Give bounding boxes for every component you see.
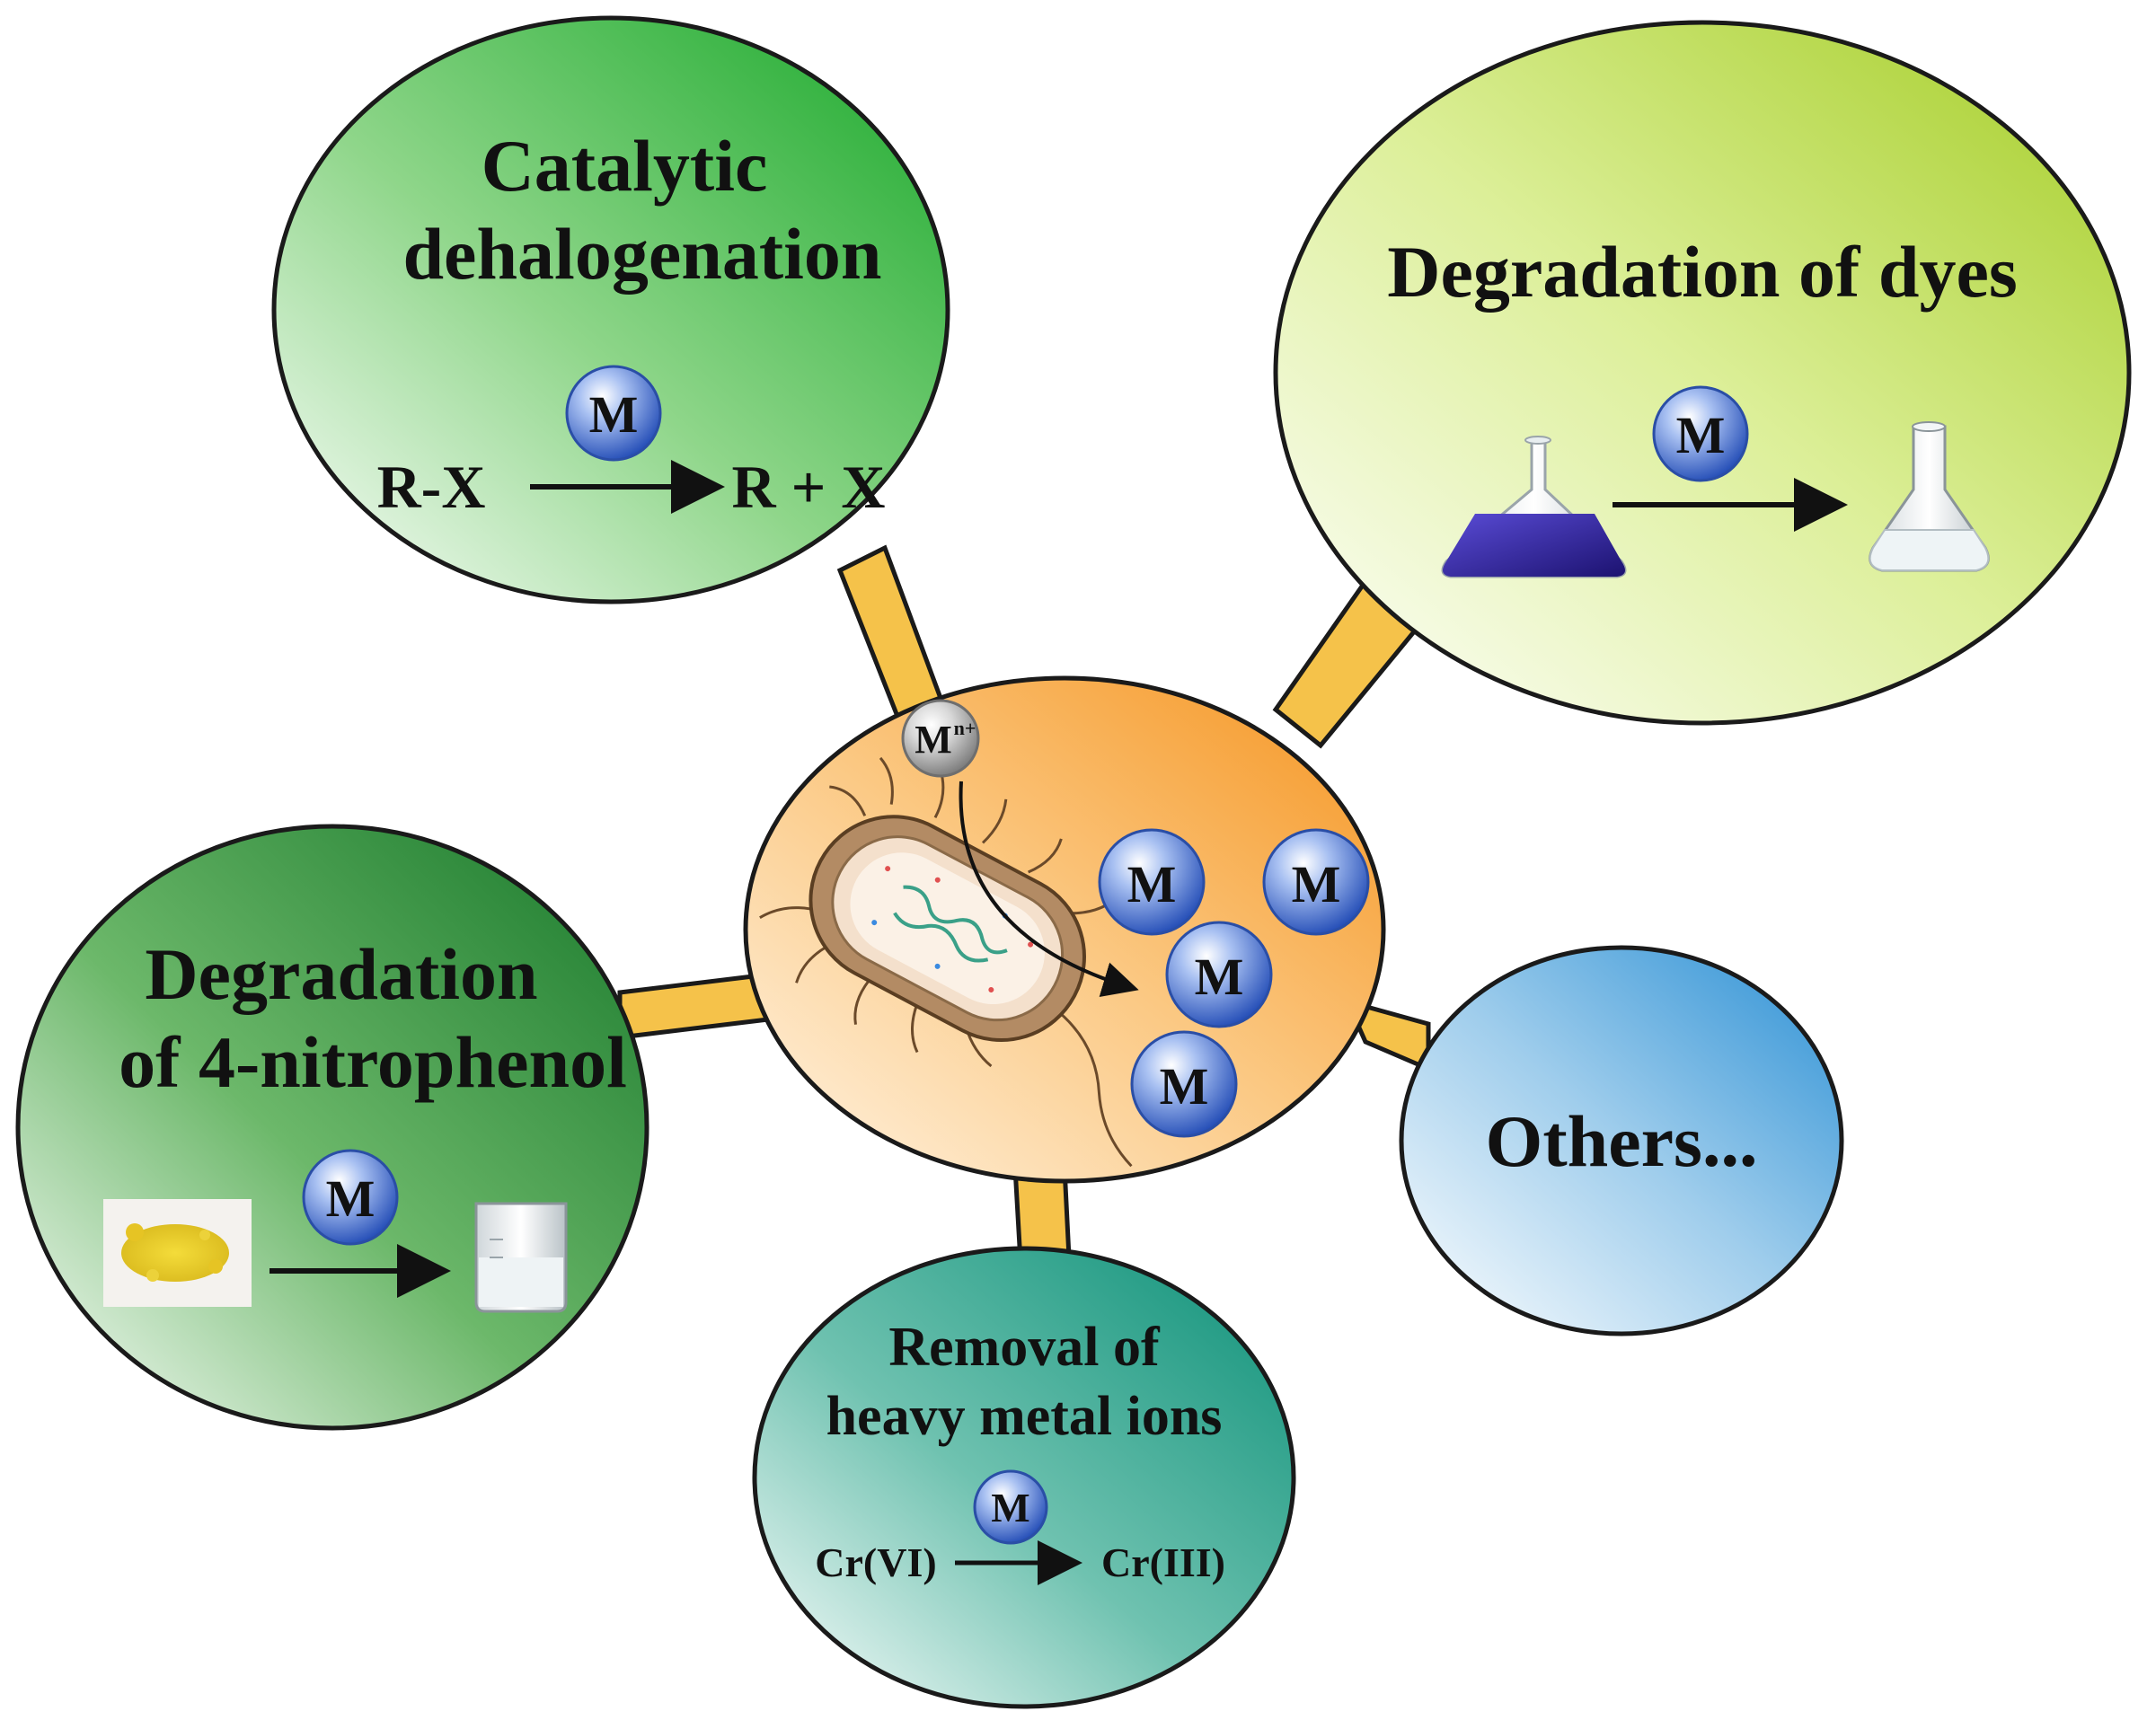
metal-ion-ball: M n+ xyxy=(901,699,980,778)
heavy-metals-product: Cr(III) xyxy=(1101,1539,1225,1585)
nitrophenol-powder-icon xyxy=(103,1199,252,1307)
dyes-catalyst-ball: M xyxy=(1652,385,1749,482)
heavy-metals-catalyst-ball: M xyxy=(973,1469,1048,1545)
nanoparticle-ball: M xyxy=(1165,921,1273,1028)
bubble-dehalogenation: Catalytic dehalogenation M R-X R + X xyxy=(271,15,950,604)
heavy-metals-title-line1: Removal of xyxy=(888,1317,1161,1378)
bubble-dyes-shape xyxy=(1273,20,2132,726)
particle-label: M xyxy=(1127,855,1177,913)
nanoparticle-ball: M xyxy=(1262,828,1370,936)
others-title: Others... xyxy=(1486,1100,1758,1182)
catalyst-label: M xyxy=(1676,406,1726,464)
particle-label: M xyxy=(1160,1057,1209,1116)
bacterium-icon xyxy=(759,756,1133,1168)
bubble-heavy-metals: Removal of heavy metal ions M Cr(VI) Cr(… xyxy=(752,1246,1296,1709)
connector-dehalogenation xyxy=(836,544,945,722)
catalyst-label: M xyxy=(589,385,639,444)
dye-flask-icon xyxy=(1441,436,1627,578)
reduction-arrow xyxy=(959,781,1139,997)
connector-nitrophenol xyxy=(617,972,771,1040)
nitrophenol-catalyst-ball: M xyxy=(302,1149,399,1246)
dehalogenation-product: R + X xyxy=(732,453,886,521)
bubble-others-shape xyxy=(1399,945,1844,1336)
bubble-nitrophenol-shape xyxy=(15,824,649,1431)
clear-flask-icon xyxy=(1869,421,1990,572)
particle-label: M xyxy=(1195,948,1244,1006)
bubble-nitrophenol: Degradation of 4-nitrophenol M xyxy=(15,824,649,1431)
nanoparticle-ball: M xyxy=(1130,1030,1238,1138)
ion-charge: n+ xyxy=(954,717,976,739)
nitrophenol-title-line1: Degradation xyxy=(145,933,537,1015)
catalyst-label: M xyxy=(326,1169,376,1228)
dehalogenation-title-line1: Catalytic xyxy=(482,125,768,207)
beaker-icon xyxy=(474,1202,568,1313)
dehalogenation-title-line2: dehalogenation xyxy=(402,213,881,295)
heavy-metals-title-line2: heavy metal ions xyxy=(826,1386,1223,1447)
dehalogenation-reactant: R-X xyxy=(377,453,486,521)
bubble-others: Others... xyxy=(1399,945,1844,1336)
nanoparticle-ball: M xyxy=(1098,828,1206,936)
dehalogenation-catalyst-ball: M xyxy=(565,365,662,462)
center-hub: M n+ M M M M xyxy=(743,675,1386,1184)
dyes-title: Degradation of dyes xyxy=(1387,231,2018,313)
particle-label: M xyxy=(1292,855,1341,913)
heavy-metals-reactant: Cr(VI) xyxy=(815,1539,936,1585)
ion-label: M xyxy=(915,718,952,762)
nitrophenol-title-line2: of 4-nitrophenol xyxy=(119,1021,627,1103)
bubble-dehalogenation-shape xyxy=(271,15,950,604)
catalyst-label: M xyxy=(991,1485,1029,1530)
bubble-dyes: Degradation of dyes M xyxy=(1273,20,2132,726)
